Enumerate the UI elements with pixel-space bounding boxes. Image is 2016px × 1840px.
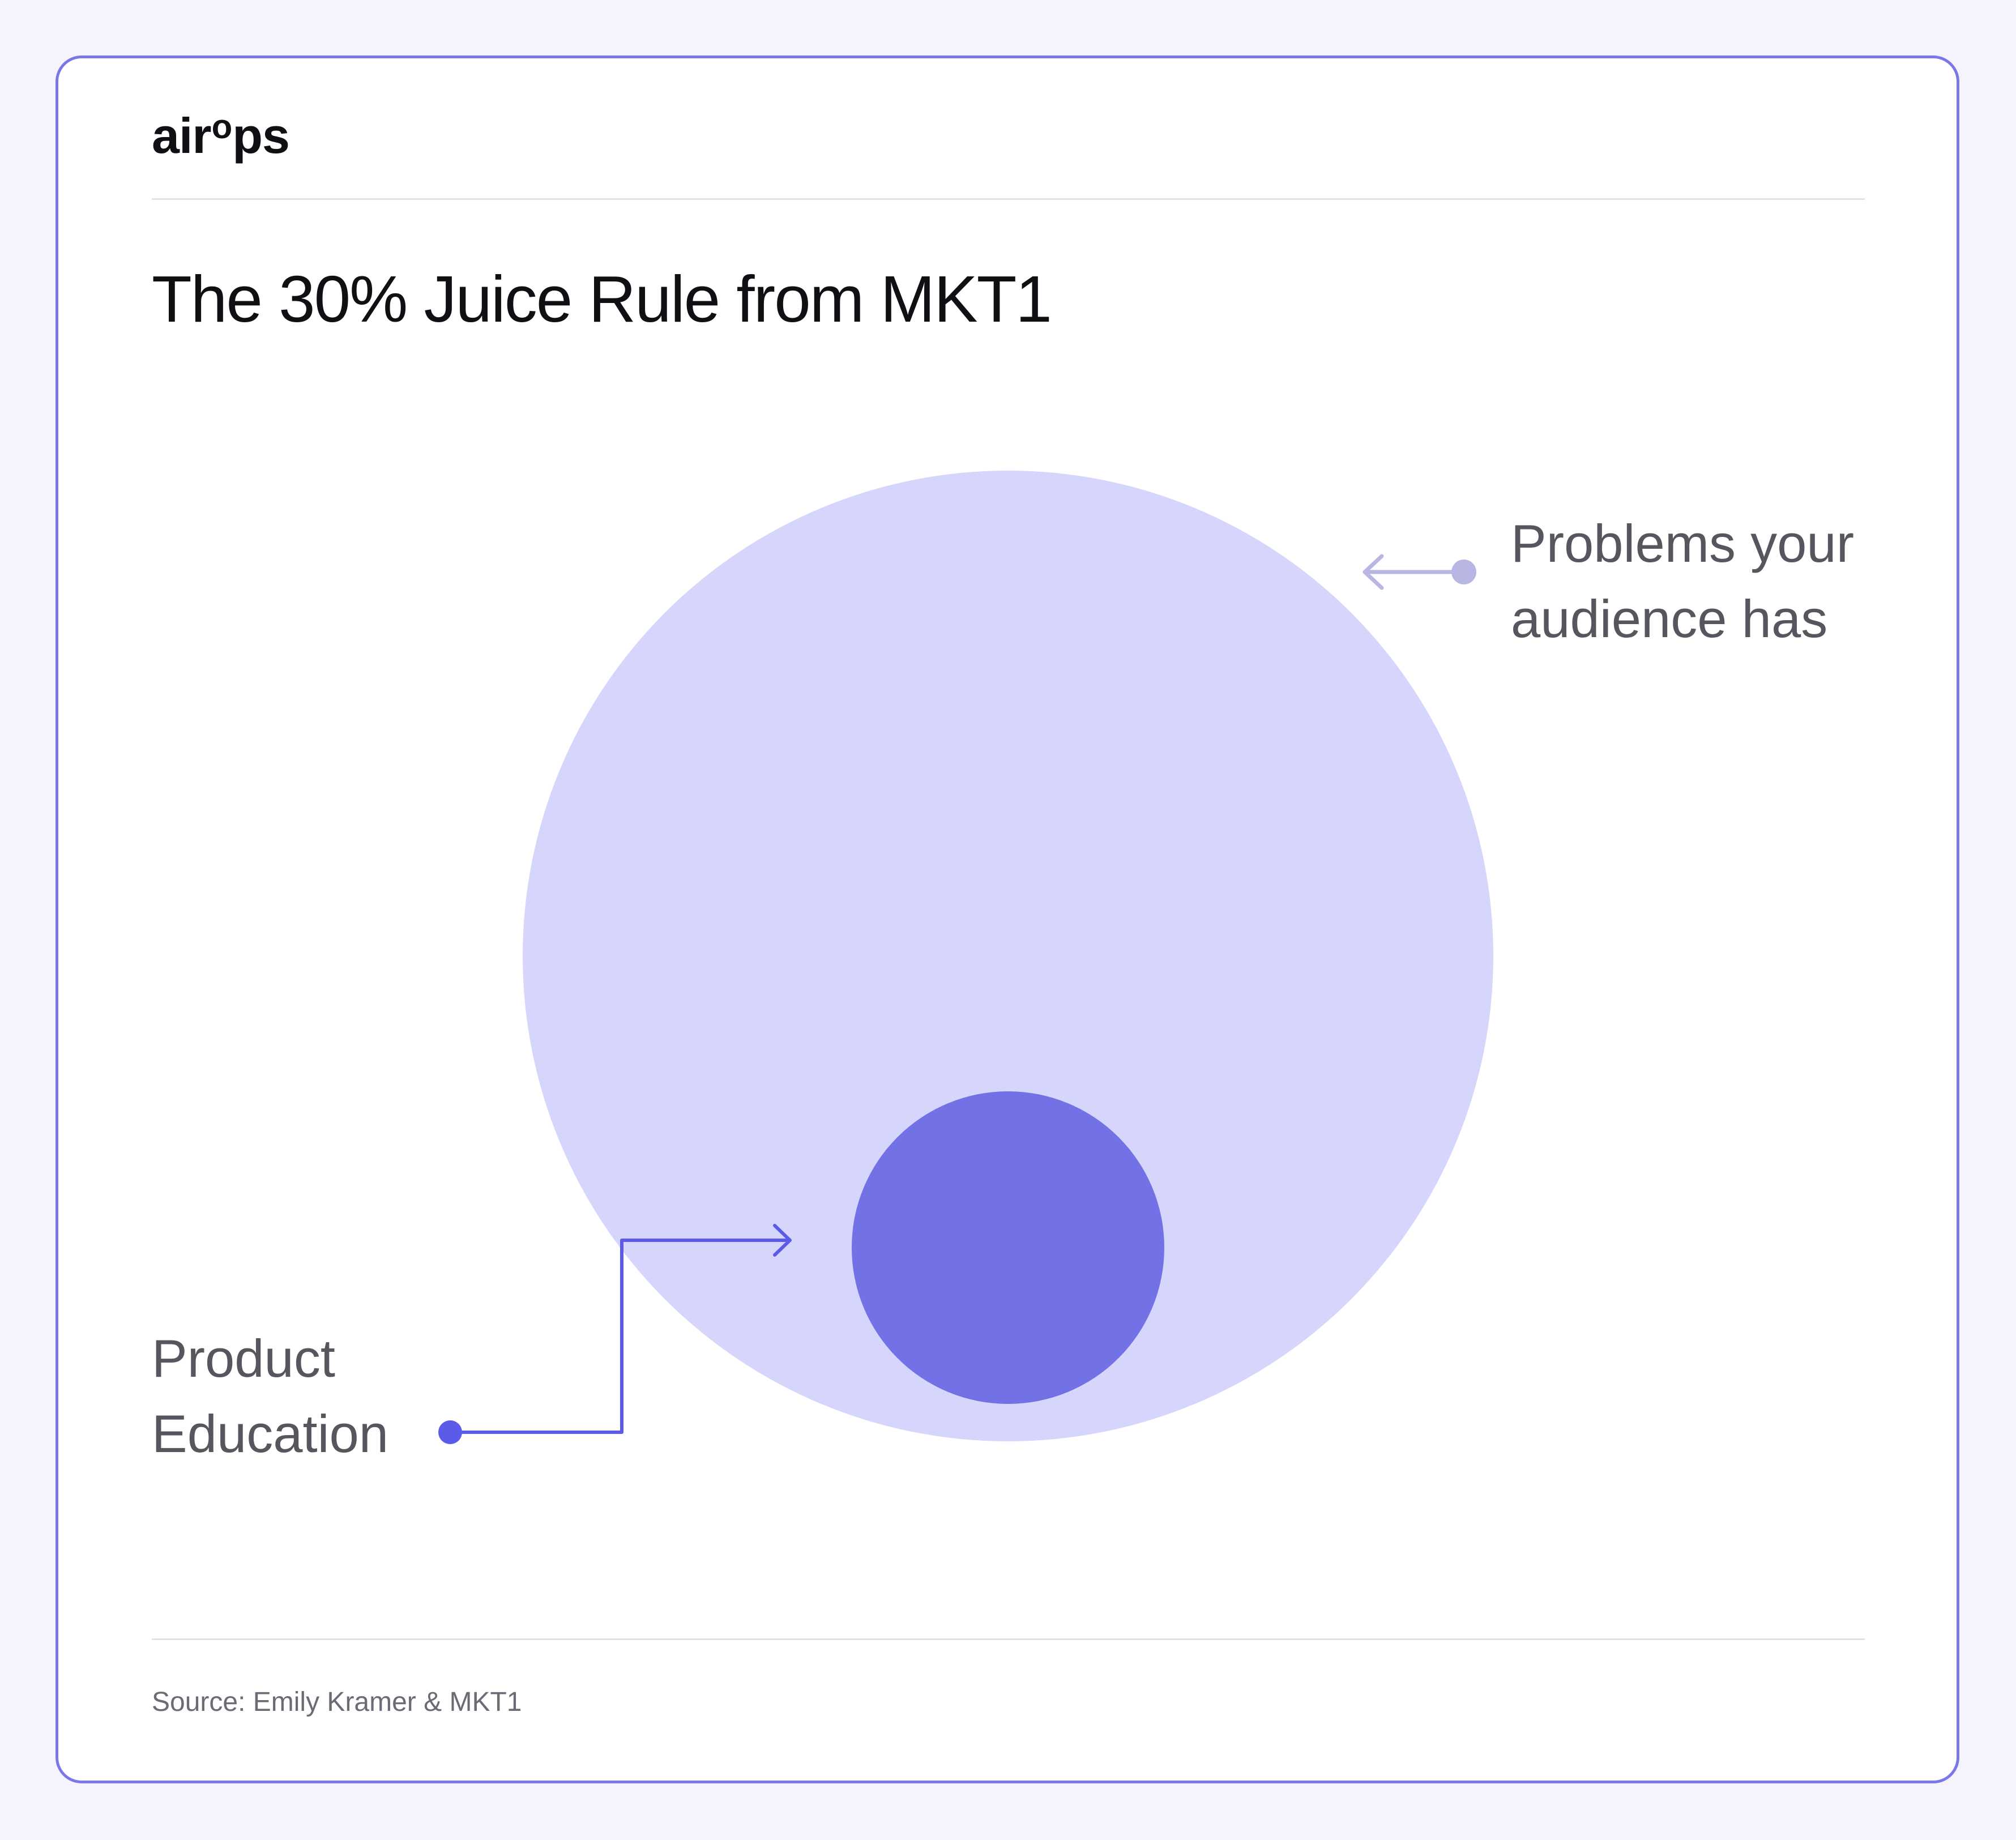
- airops-logo: airops: [152, 108, 290, 164]
- inner-pointer-dot: [438, 1420, 462, 1444]
- inner-label-line-1: Product: [152, 1329, 335, 1388]
- outer-label-line-2: audience has: [1511, 589, 1828, 648]
- bottom-divider: [152, 1638, 1865, 1640]
- inner-circle-label: Product Education: [152, 1321, 388, 1471]
- source-caption: Source: Emily Kramer & MKT1: [152, 1687, 522, 1717]
- inner-label-line-2: Education: [152, 1404, 389, 1463]
- outer-circle-audience-problems: [523, 471, 1493, 1441]
- page-title: The 30% Juice Rule from MKT1: [152, 262, 1052, 336]
- inner-pointer-arrow-icon: [449, 1224, 792, 1434]
- top-divider: [152, 198, 1865, 200]
- outer-label-line-1: Problems your: [1511, 514, 1854, 573]
- outer-circle-label: Problems your audience has: [1511, 506, 1854, 656]
- outer-pointer-dot: [1451, 560, 1476, 584]
- outer-pointer-arrow-icon: [1362, 554, 1466, 590]
- inner-circle-product-education: [852, 1091, 1164, 1404]
